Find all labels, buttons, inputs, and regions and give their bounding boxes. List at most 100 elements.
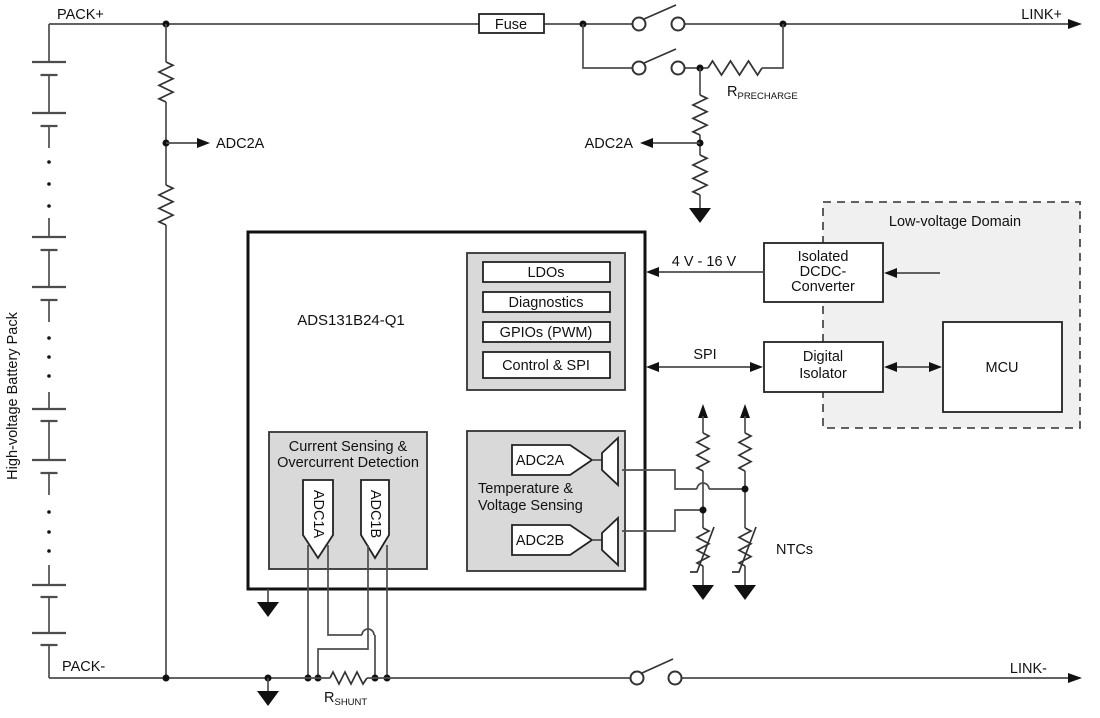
adc1a-label: ADC1A bbox=[310, 490, 326, 539]
left-divider-resistor-bottom bbox=[156, 184, 175, 226]
adc1b-label: ADC1B bbox=[367, 490, 383, 538]
spi-connection: SPI bbox=[646, 347, 763, 372]
shunt-sense-wiring: RSHUNT bbox=[304, 545, 391, 708]
digital-isolator-box bbox=[763, 341, 884, 393]
spi-label: SPI bbox=[693, 347, 716, 363]
ground-symbol bbox=[257, 602, 279, 617]
gpios-label: GPIOs (PWM) bbox=[500, 325, 593, 341]
ground-symbol bbox=[257, 691, 279, 706]
temp-title1: Temperature & bbox=[478, 481, 573, 497]
ldos-box bbox=[482, 261, 611, 283]
precharge-divider-resistor-bottom bbox=[690, 154, 709, 196]
left-divider-resistor-top bbox=[156, 61, 175, 103]
low-voltage-domain-label: Low-voltage Domain bbox=[889, 214, 1021, 230]
ntc-diagonal bbox=[732, 526, 757, 573]
isolator-line2: Isolator bbox=[799, 366, 847, 382]
mux-symbol-bottom bbox=[601, 515, 619, 568]
adc2a-precharge-label: ADC2A bbox=[585, 136, 634, 152]
precharge-divider-resistor-top bbox=[690, 94, 709, 136]
supply-arrow bbox=[646, 267, 659, 277]
chip-name: ADS131B24-Q1 bbox=[297, 312, 405, 329]
isolator-mcu-arrow-left bbox=[884, 362, 897, 372]
current-sensing-block: Current Sensing & Overcurrent Detection … bbox=[268, 431, 428, 570]
adc2b-label: ADC2B bbox=[516, 533, 564, 549]
ads131b24-chip: ADS131B24-Q1 LDOs Diagnostics GPIOs (PWM… bbox=[246, 230, 647, 591]
dcdc-line2: DCDC- bbox=[800, 264, 847, 280]
r-shunt-label: RSHUNT bbox=[324, 690, 367, 708]
precharge-switch bbox=[631, 48, 686, 76]
dcdc-line1: Isolated bbox=[798, 249, 849, 265]
battery-ellipsis-dots bbox=[47, 160, 51, 553]
ntc-resistor bbox=[737, 527, 753, 567]
ntc-resistor bbox=[695, 527, 711, 567]
supply-up-arrow bbox=[740, 404, 750, 418]
link-minus-label: LINK- bbox=[1010, 661, 1047, 677]
battery-pack-label: High-voltage Battery Pack bbox=[5, 311, 21, 479]
link-plus-label: LINK+ bbox=[1021, 7, 1062, 23]
control-spi-label: Control & SPI bbox=[502, 358, 590, 374]
low-voltage-domain: Low-voltage Domain Isolated DCDC- Conver… bbox=[763, 201, 1081, 429]
supply-up-arrow bbox=[698, 404, 708, 418]
adc2a-left-label: ADC2A bbox=[216, 136, 265, 152]
ldos-label: LDOs bbox=[527, 265, 564, 281]
ntc-chain-1 bbox=[690, 404, 715, 600]
system-ground bbox=[257, 678, 279, 706]
r-precharge-label: RPRECHARGE bbox=[727, 84, 798, 102]
fuse-label: Fuse bbox=[495, 17, 527, 33]
supply-label: 4 V - 16 V bbox=[672, 254, 737, 270]
adc2a-tap-arrow-right bbox=[197, 138, 210, 148]
dcdc-converter-box bbox=[763, 242, 884, 303]
adc2a-tap-arrow-left bbox=[640, 138, 653, 148]
supply-connection: 4 V - 16 V bbox=[646, 254, 764, 277]
spi-arrow-left bbox=[646, 362, 659, 372]
mux-symbol-top bbox=[601, 435, 619, 488]
precharge-resistor bbox=[707, 59, 763, 77]
gpios-box bbox=[482, 321, 611, 343]
precharge-branch: RPRECHARGE ADC2A bbox=[582, 24, 798, 223]
bottom-rail: PACK- LINK- bbox=[49, 658, 1082, 706]
dcdc-line3: Converter bbox=[791, 279, 855, 295]
link-minus-arrow bbox=[1068, 673, 1082, 683]
current-sensing-box bbox=[268, 431, 428, 570]
pack-plus-label: PACK+ bbox=[57, 7, 104, 23]
adc2a-pentagon bbox=[511, 444, 594, 476]
adc2b-pentagon bbox=[511, 524, 594, 556]
link-plus-arrow bbox=[1068, 19, 1082, 29]
left-voltage-divider: ADC2A bbox=[156, 24, 265, 678]
pullup-resistor bbox=[737, 432, 753, 472]
junction-dot bbox=[699, 506, 707, 514]
adc2a-label: ADC2A bbox=[516, 453, 565, 469]
junction-dot bbox=[741, 485, 749, 493]
dcdc-input-arrow bbox=[884, 268, 897, 278]
spi-arrow-right bbox=[750, 362, 763, 372]
adc1b-pentagon bbox=[360, 479, 390, 560]
isolator-line1: Digital bbox=[803, 349, 843, 365]
ground-symbol bbox=[692, 585, 714, 600]
junction-dot bbox=[162, 674, 170, 682]
top-rail: PACK+ LINK+ Fuse bbox=[49, 4, 1082, 34]
adc1a-pentagon bbox=[302, 479, 334, 560]
shunt-resistor bbox=[329, 670, 368, 686]
isolator-mcu-arrow-right bbox=[929, 362, 942, 372]
ntcs-label: NTCs bbox=[776, 542, 813, 558]
negative-contactor-switch bbox=[629, 658, 683, 686]
mcu-label: MCU bbox=[985, 360, 1018, 376]
mcu-box bbox=[942, 321, 1063, 413]
ntc-chain-2 bbox=[732, 404, 757, 600]
current-sensing-title1: Current Sensing & bbox=[289, 439, 408, 455]
diagnostics-box bbox=[482, 291, 611, 313]
main-contactor-switch bbox=[631, 4, 686, 32]
temp-title2: Voltage Sensing bbox=[478, 498, 583, 514]
ntc-diagonal bbox=[690, 526, 715, 573]
battery-stack: High-voltage Battery Pack bbox=[5, 24, 66, 678]
digital-block-group: LDOs Diagnostics GPIOs (PWM) Control & S… bbox=[466, 252, 626, 391]
chip-ground bbox=[257, 589, 279, 617]
pullup-resistor bbox=[695, 432, 711, 472]
pack-minus-label: PACK- bbox=[62, 659, 105, 675]
current-sensing-title2: Overcurrent Detection bbox=[277, 455, 419, 471]
control-spi-box bbox=[482, 351, 611, 379]
temp-voltage-block: ADC2A ADC2B Temperature & Voltage Sensin… bbox=[466, 430, 626, 572]
ground-symbol bbox=[734, 585, 756, 600]
